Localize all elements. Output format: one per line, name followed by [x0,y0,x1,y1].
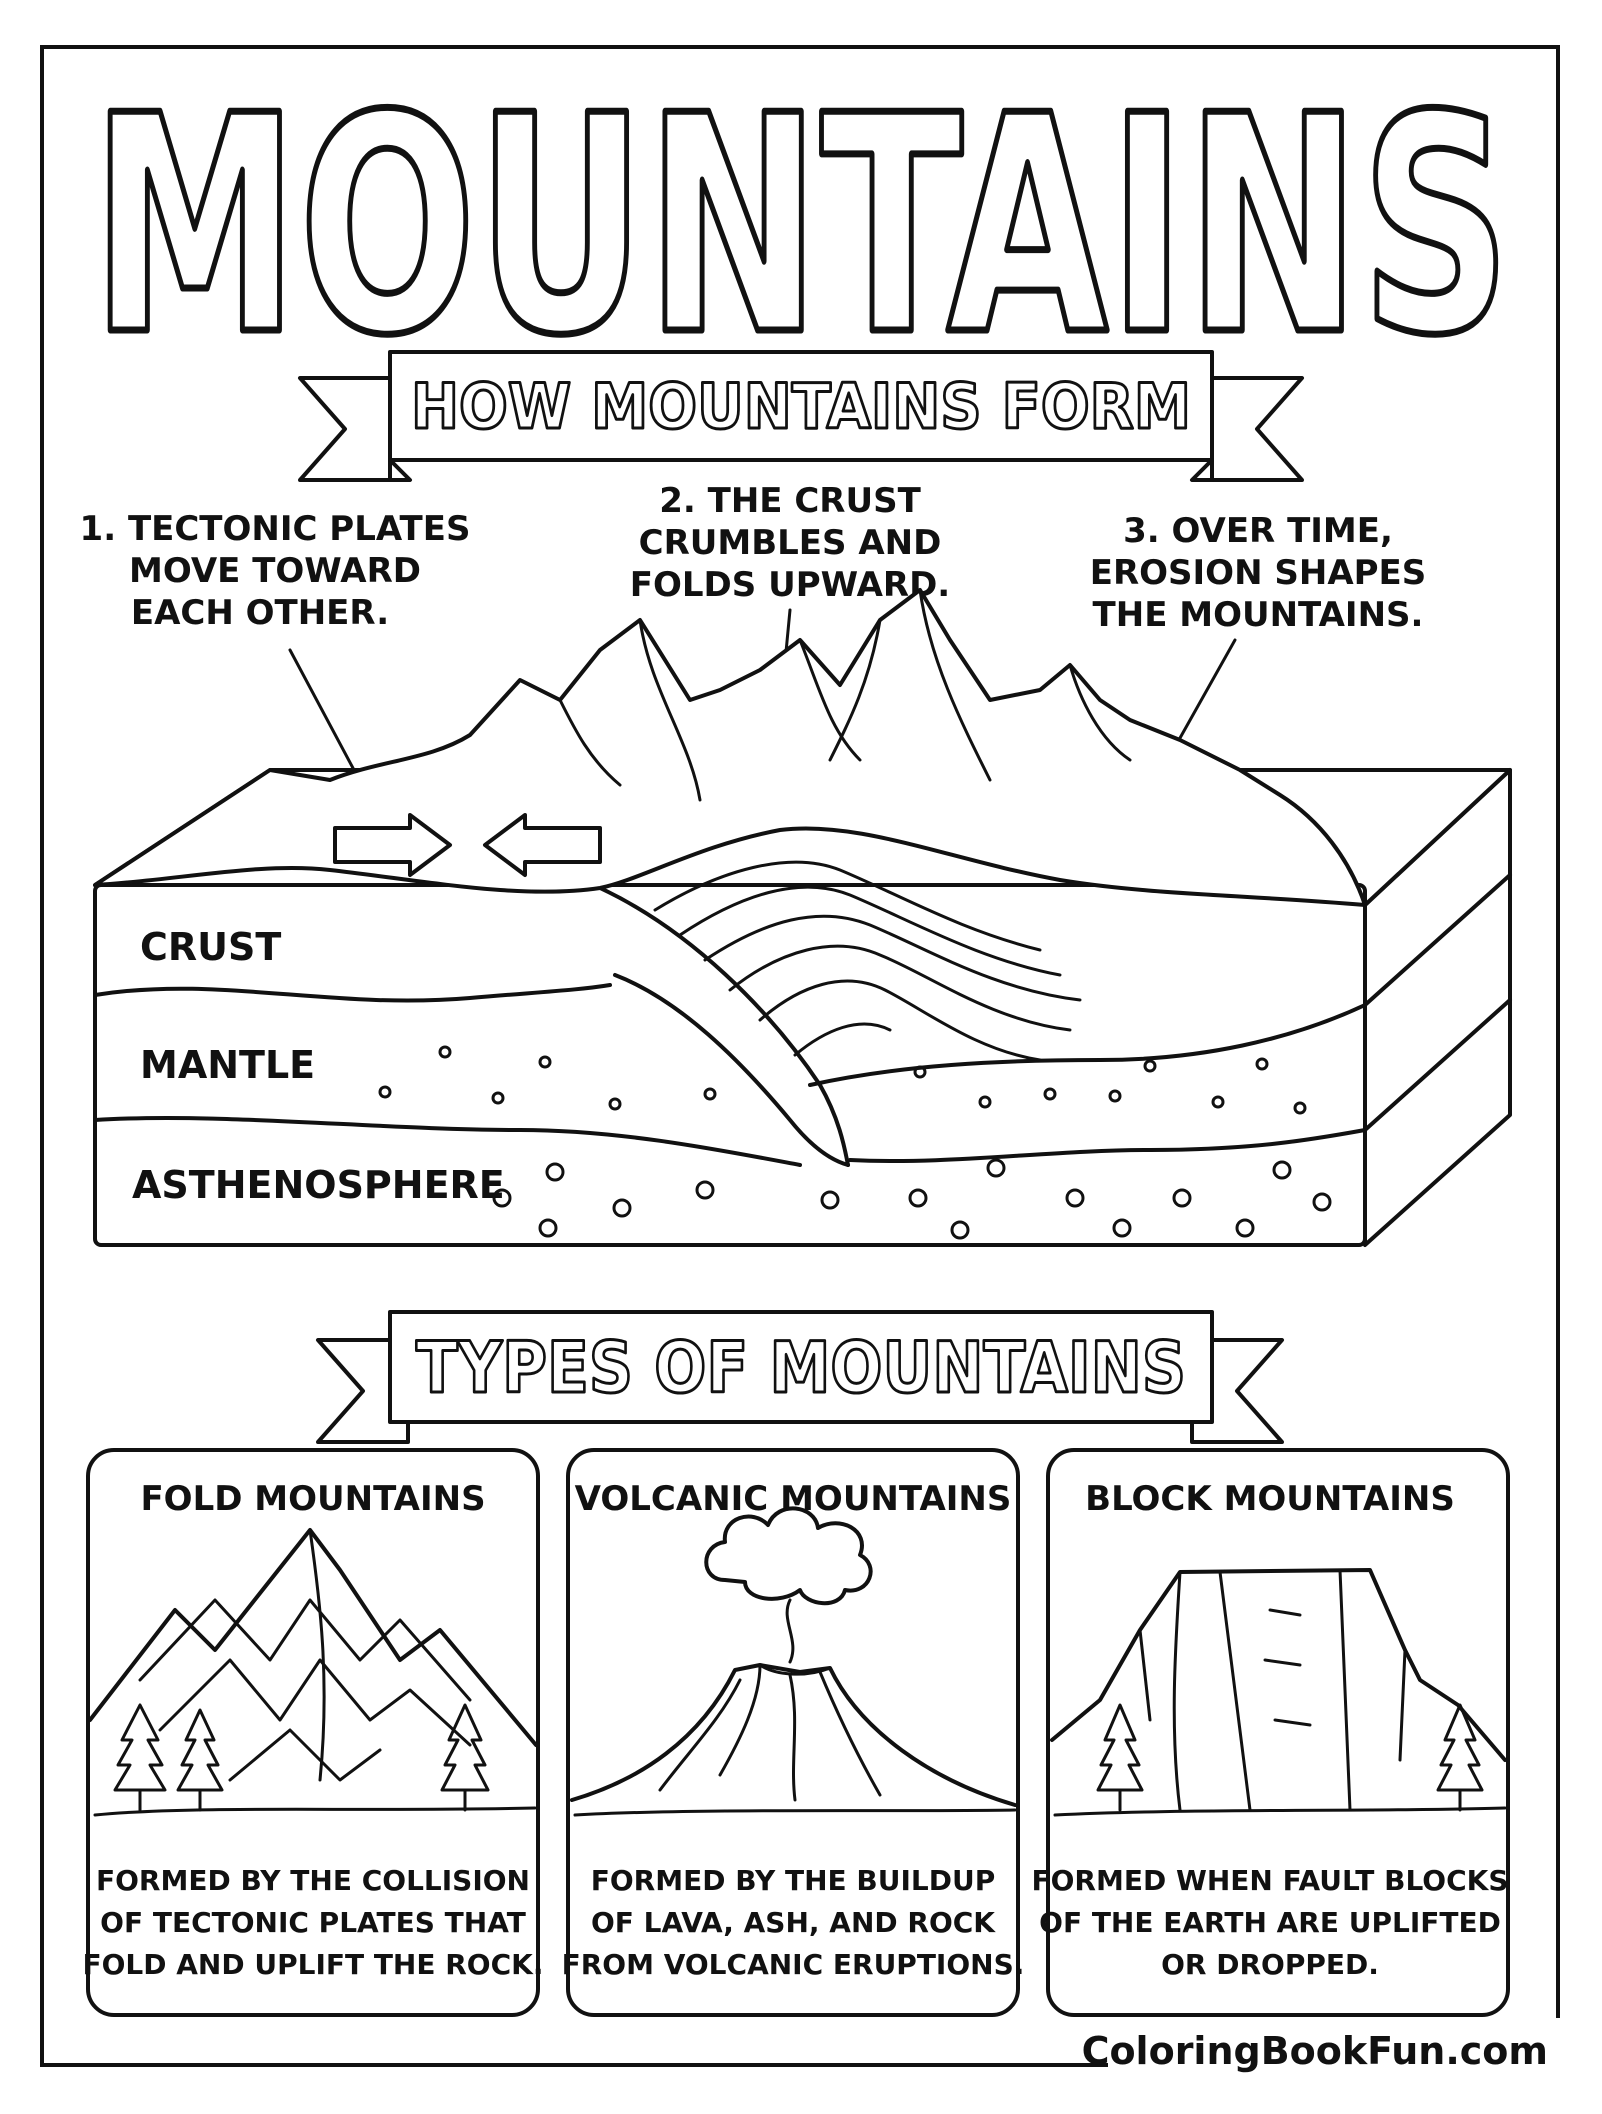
svg-text:FORMED BY THE BUILDUP: FORMED BY THE BUILDUP [591,1864,996,1897]
step-3-label: 3. OVER TIME, EROSION SHAPES THE MOUNTAI… [1090,511,1427,635]
svg-text:3. OVER TIME,: 3. OVER TIME, [1123,511,1393,551]
left-arrow-icon [483,813,602,877]
svg-text:OF TECTONIC PLATES THAT: OF TECTONIC PLATES THAT [100,1906,526,1939]
svg-text:2. THE CRUST: 2. THE CRUST [659,481,921,521]
banner-title-types: TYPES OF MOUNTAINS [416,1327,1186,1409]
step-3-pointer [1178,638,1237,740]
svg-text:FOLDS UPWARD.: FOLDS UPWARD. [630,565,950,605]
svg-text:1. TECTONIC PLATES: 1. TECTONIC PLATES [80,509,471,549]
layer-label-crust: CRUST [140,925,281,969]
svg-text:FORMED BY THE COLLISION: FORMED BY THE COLLISION [96,1864,530,1897]
layer-label-asthenosphere: ASTHENOSPHERE [132,1163,505,1207]
svg-text:FOLD AND UPLIFT THE ROCK.: FOLD AND UPLIFT THE ROCK. [82,1948,543,1981]
step-2-label: 2. THE CRUST CRUMBLES AND FOLDS UPWARD. [630,481,950,605]
svg-text:FORMED WHEN FAULT BLOCKS: FORMED WHEN FAULT BLOCKS [1031,1864,1508,1897]
svg-text:CRUMBLES AND: CRUMBLES AND [639,523,942,563]
right-arrow-icon [333,813,452,877]
asthenosphere-particles [492,1158,1332,1240]
svg-text:OR DROPPED.: OR DROPPED. [1161,1948,1379,1981]
card-title-fold: FOLD MOUNTAINS [140,1479,485,1519]
page-border [40,45,1560,2067]
svg-text:OF THE EARTH ARE UPLIFTED: OF THE EARTH ARE UPLIFTED [1039,1906,1501,1939]
card-fold-mountains: FOLD MOUNTAINS FORMED BY THE COLLISION O… [82,1448,544,2017]
svg-text:EACH OTHER.: EACH OTHER. [131,593,389,633]
svg-text:THE MOUNTAINS.: THE MOUNTAINS. [1093,595,1424,635]
mantle-particles [378,1045,1307,1115]
card-title-block: BLOCK MOUNTAINS [1085,1479,1455,1519]
svg-text:EROSION SHAPES: EROSION SHAPES [1090,553,1427,593]
svg-text:MOVE TOWARD: MOVE TOWARD [129,551,421,591]
card-volcanic-mountains: VOLCANIC MOUNTAINS FORMED BY THE BUILDUP… [562,1448,1025,2017]
svg-text:OF LAVA, ASH, AND ROCK: OF LAVA, ASH, AND ROCK [591,1906,996,1939]
banner-how-mountains-form: HOW MOUNTAINS FORM [298,350,1304,482]
step-1-label: 1. TECTONIC PLATES MOVE TOWARD EACH OTHE… [80,509,471,633]
earth-cross-section: CRUST MANTLE ASTHENOSPHERE [93,588,1512,1247]
watermark: ColoringBookFun.com [1082,2029,1548,2073]
svg-text:FROM VOLCANIC ERUPTIONS.: FROM VOLCANIC ERUPTIONS. [562,1948,1025,1981]
banner-title-formation: HOW MOUNTAINS FORM [411,370,1191,443]
banner-types-of-mountains: TYPES OF MOUNTAINS [316,1310,1284,1444]
card-block-mountains: BLOCK MOUNTAINS FORMED WHEN FAULT BLOCKS… [1031,1448,1510,2017]
layer-label-mantle: MANTLE [140,1043,315,1087]
page-title: MOUNTAINS [91,52,1511,401]
